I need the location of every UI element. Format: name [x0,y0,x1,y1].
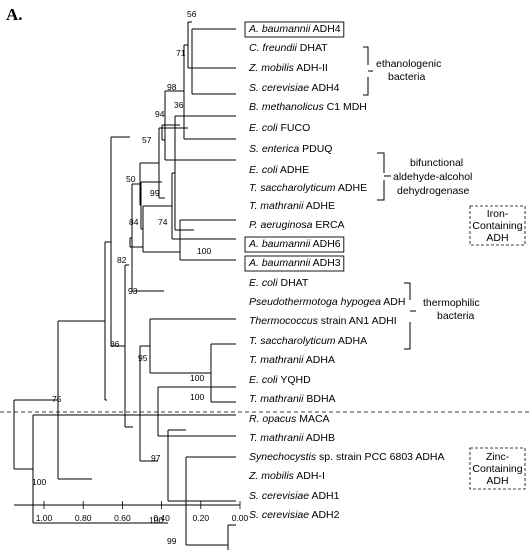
iron-containing-box: Iron- Containing ADH [469,205,526,246]
taxon-label: T. mathranii BDHA [249,393,336,405]
bootstrap-value: 71 [176,48,186,58]
bootstrap-value: 75 [52,394,62,404]
bootstrap-value: 74 [158,217,168,227]
iron-label-3: ADH [486,232,508,244]
panel-label: A. [6,5,23,24]
taxon-label: T. saccharolyticum ADHA [249,335,367,347]
bootstrap-value: 94 [155,109,165,119]
scale-ticks: 1.00 0.80 0.60 0.40 0.20 0.00 [36,501,249,523]
scale-tick-label: 0.40 [153,513,170,523]
thermophilic-label-1: thermophilic [423,297,480,309]
taxon-label: A. baumannii ADH4 [248,23,341,35]
taxon-label: R. opacus MACA [249,413,330,425]
iron-label-2: Containing [472,220,522,232]
taxon-label: Thermococcus strain AN1 ADHI [249,315,397,327]
bootstrap-value: 97 [151,453,161,463]
bifunctional-bracket [377,152,391,201]
bootstrap-layer: 56 71 98 36 94 57 50 99 74 100 84 82 93 86 95 100 100 75 1… [32,9,211,546]
taxon-label: E. coli DHAT [249,277,309,289]
bootstrap-value: 100 [190,373,204,383]
taxon-label: S. enterica PDUQ [249,143,332,155]
taxa-layer: A. baumannii ADH4 C. freundii DHAT Z. mobi… [244,21,445,521]
bootstrap-value: 100 [197,246,211,256]
taxon-label: T. saccharolyticum ADHE [249,182,367,194]
bootstrap-value: 50 [126,174,136,184]
bootstrap-value: 95 [138,353,148,363]
scale-tick-label: 0.20 [193,513,210,523]
bootstrap-value: 84 [129,217,139,227]
taxon-label: E. coli ADHE [249,164,309,176]
scale-tick-label: 0.00 [232,513,249,523]
bootstrap-value: 86 [110,339,120,349]
bootstrap-value: 99 [167,536,177,546]
taxon-label: Synechocystis sp. strain PCC 6803 ADHA [249,451,445,463]
bootstrap-value: 82 [117,255,127,265]
scale-tick-label: 1.00 [36,513,53,523]
taxon-label: E. coli YQHD [249,374,311,386]
bifunctional-label-1: bifunctional [410,157,463,169]
taxon-label: B. methanolicus C1 MDH [249,101,367,113]
taxon-label: A. baumannii ADH3 [248,257,341,269]
taxon-label: Z. mobilis ADH-I [248,470,325,482]
taxon-label: T. mathranii ADHA [249,354,335,366]
bootstrap-value: 100 [190,392,204,402]
bootstrap-value: 100 [149,515,163,525]
bootstrap-value: 99 [150,188,160,198]
taxon-label: T. mathranii ADHB [249,432,335,444]
ethanologenic-bracket [363,46,373,96]
bootstrap-value: 36 [174,100,184,110]
taxon-label: Z. mobilis ADH-II [248,62,328,74]
highlight-box [244,236,345,253]
bifunctional-label-2: aldehyde-alcohol [393,171,472,183]
taxon-label: T. mathranii ADHE [249,200,335,212]
highlight-box [244,255,345,272]
tree-branches [13,21,236,550]
taxon-label: S. cerevisiae ADH1 [249,490,340,502]
taxon-label: P. aeruginosa ERCA [249,219,345,231]
scale-tick-label: 0.80 [75,513,92,523]
taxon-label: S. cerevisiae ADH4 [249,82,340,94]
zinc-containing-box: Zinc- Containing ADH [469,447,526,490]
bootstrap-value: 57 [142,135,152,145]
zinc-label-1: Zinc- [486,451,510,463]
thermophilic-label-2: bacteria [437,310,475,322]
bootstrap-value: 93 [128,286,138,296]
taxon-label: C. freundii DHAT [249,42,328,54]
taxon-label: A. baumannii ADH6 [248,238,341,250]
bootstrap-value: 100 [32,477,46,487]
thermophilic-bracket [404,282,416,350]
scale-tick-label: 0.60 [114,513,131,523]
iron-label-1: Iron- [487,208,509,220]
ethanologenic-label-1: ethanologenic [376,58,441,70]
bootstrap-value: 56 [187,9,197,19]
highlight-box [244,21,345,38]
bootstrap-value: 98 [167,82,177,92]
taxon-label: E. coli FUCO [249,122,310,134]
ethanologenic-label-2: bacteria [388,71,426,83]
bifunctional-label-3: dehydrogenase [397,185,470,197]
distance-scale: 1.00 0.80 0.60 0.40 0.20 0.00 [14,501,249,523]
taxon-label: S. cerevisiae ADH2 [249,509,340,521]
zinc-label-2: Containing [472,463,522,475]
taxon-label: Pseudothermotoga hypogea ADH [249,296,405,308]
zinc-label-3: ADH [486,475,508,487]
